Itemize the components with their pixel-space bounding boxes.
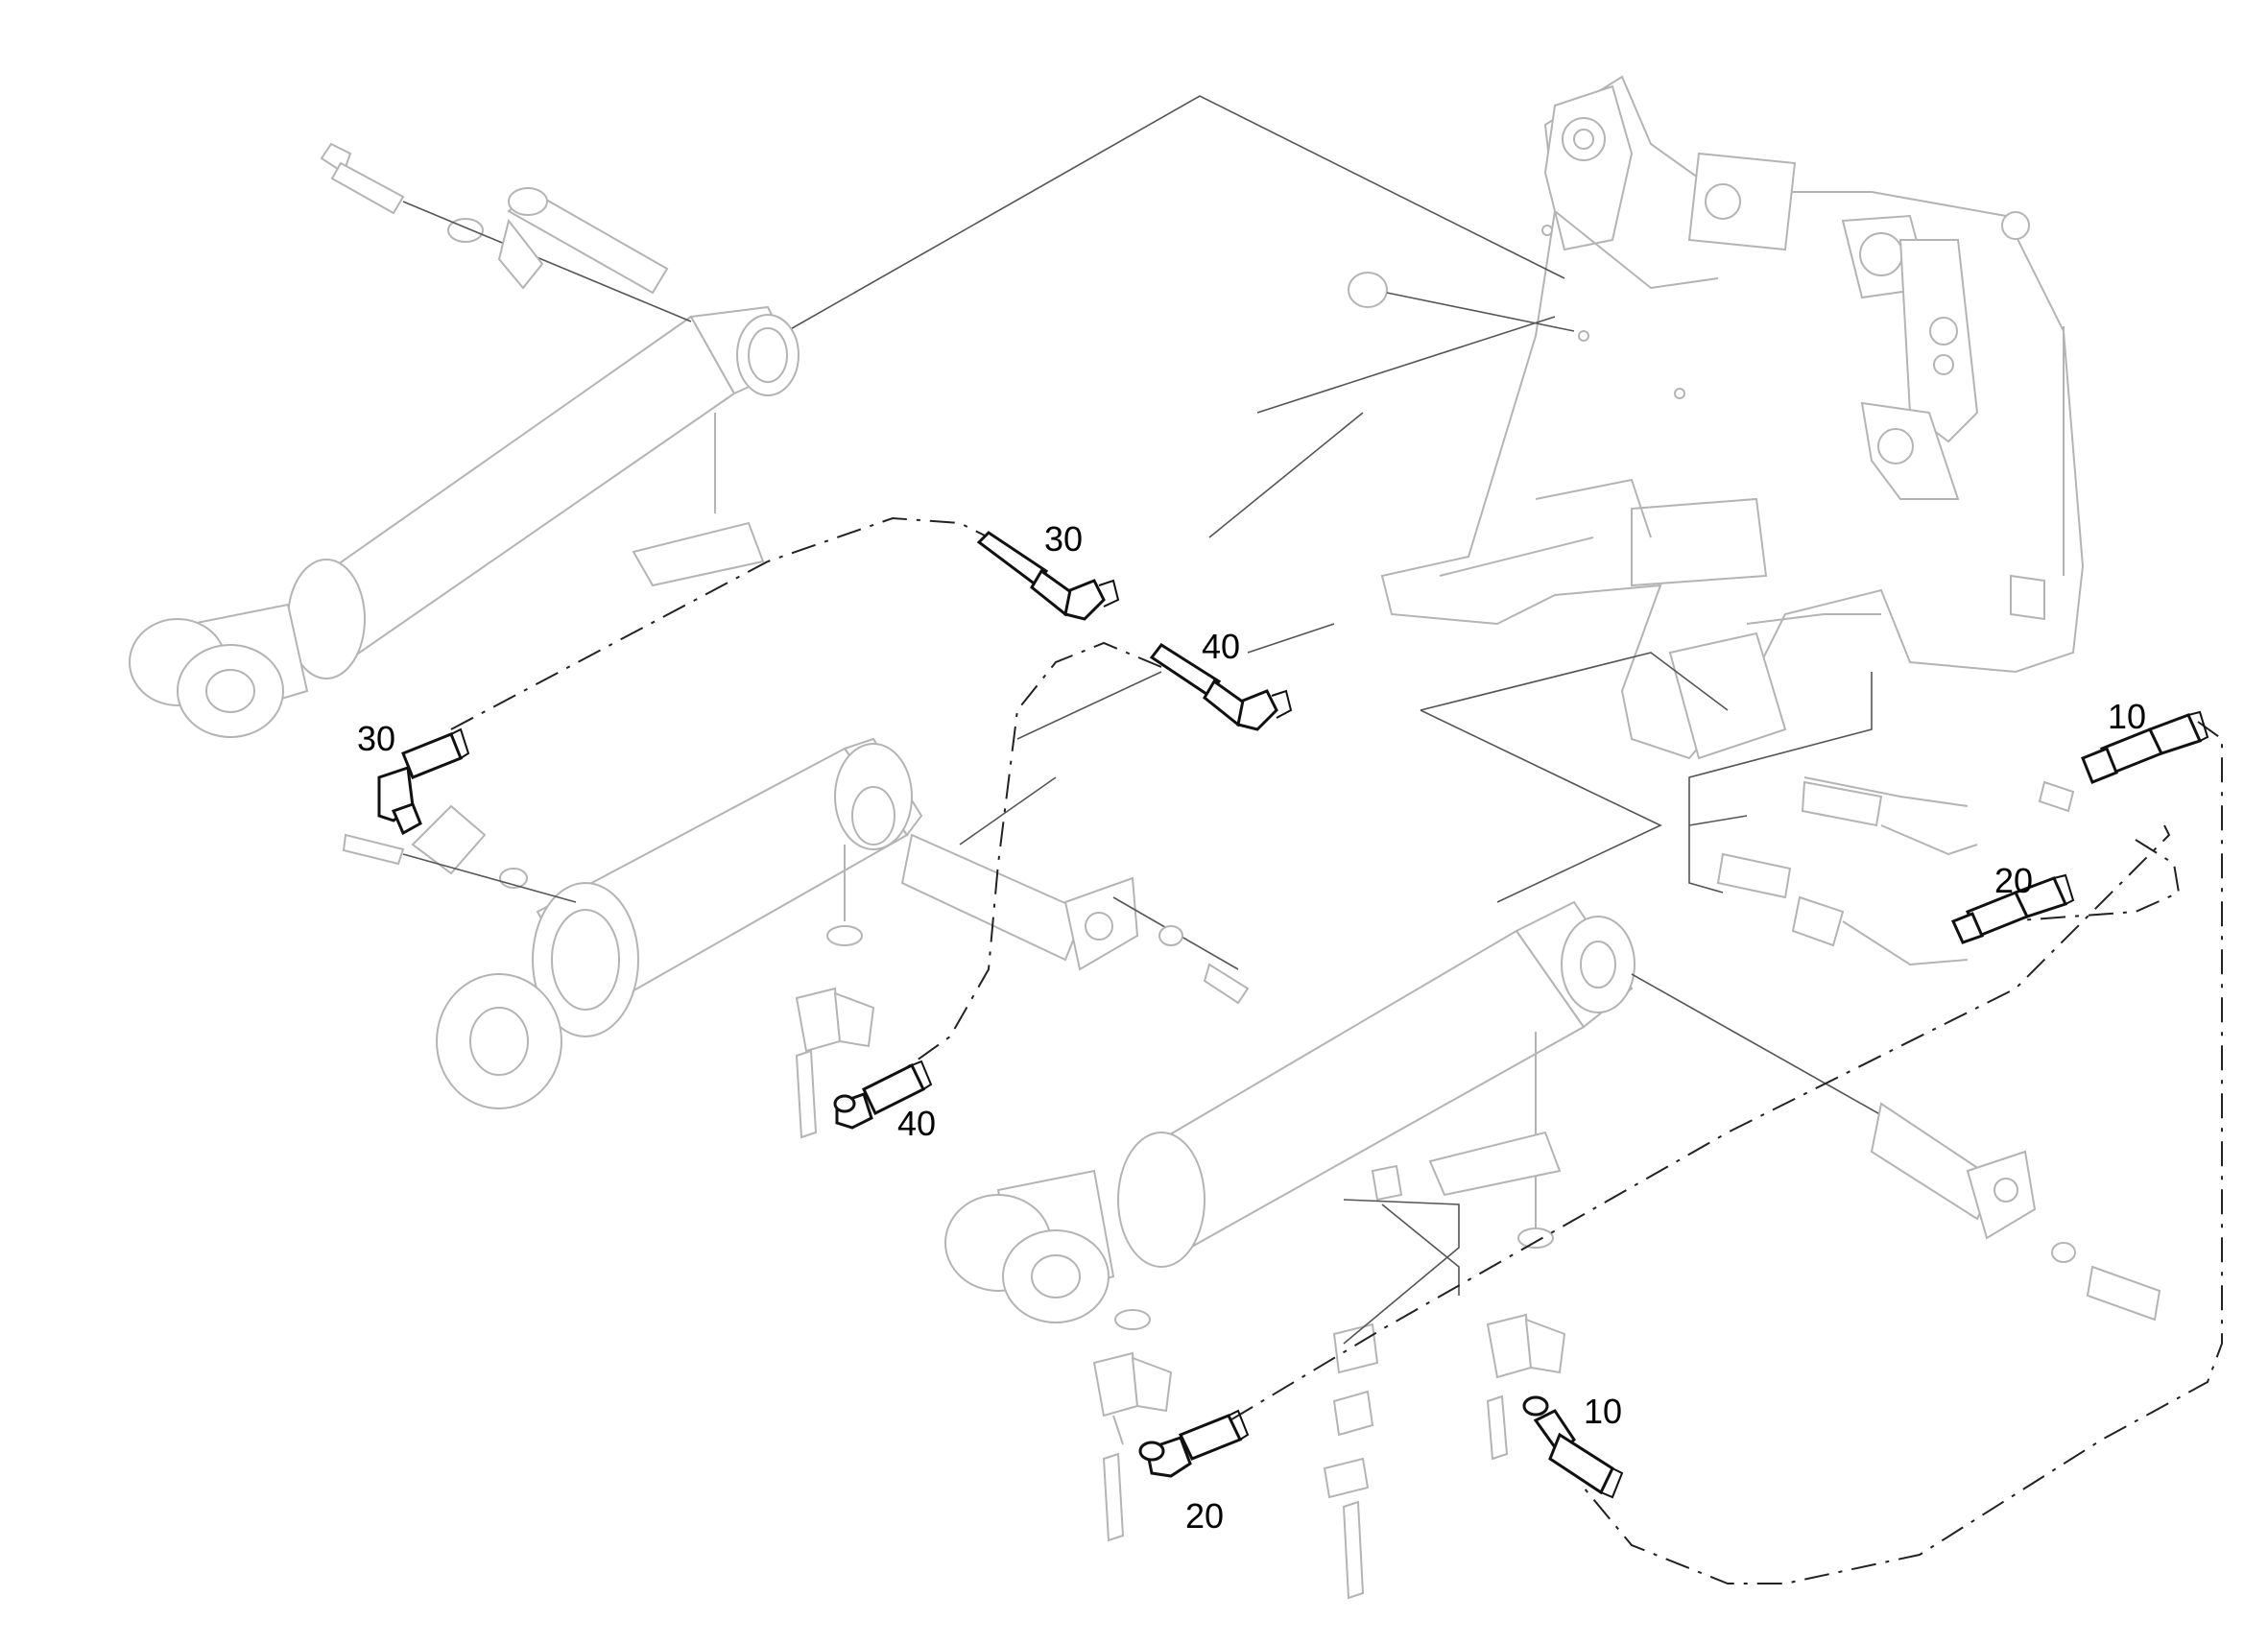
frame-plug (786, 95, 1575, 414)
callout-40-lower: 40 (897, 1104, 936, 1143)
middle-tilt-cylinder (436, 737, 1250, 1109)
hose-10-lower (1522, 1395, 1624, 1499)
clamps-and-screws (342, 804, 1566, 1600)
callout-30-upper: 30 (1044, 519, 1083, 559)
bottom-lift-cylinder (944, 900, 2161, 1323)
hose-30-lower (377, 727, 470, 836)
hose-routes (450, 516, 2223, 1584)
callout-30-lower: 30 (357, 719, 395, 758)
loader-frame (1380, 75, 2085, 760)
top-lift-cylinder (129, 305, 800, 738)
top-bolt-and-pin (320, 142, 692, 322)
leader-lines (959, 412, 1873, 1345)
hose-30-upper (976, 531, 1120, 621)
callout-20-upper: 20 (1994, 861, 2033, 900)
callout-10-upper: 10 (2108, 697, 2146, 736)
callout-20-lower: 20 (1185, 1496, 1224, 1536)
hose-40-upper (1149, 643, 1293, 731)
callout-40-upper: 40 (1202, 627, 1240, 666)
hose-40-lower (833, 1060, 933, 1130)
hose-20-lower (1138, 1409, 1250, 1478)
hose-10-upper (2081, 710, 2209, 784)
right-fittings (1688, 776, 2075, 966)
callout-10-lower: 10 (1584, 1392, 1622, 1431)
hose-20-upper (1950, 873, 2075, 944)
callout-labels: 30 40 30 10 20 40 10 20 (357, 519, 2146, 1536)
